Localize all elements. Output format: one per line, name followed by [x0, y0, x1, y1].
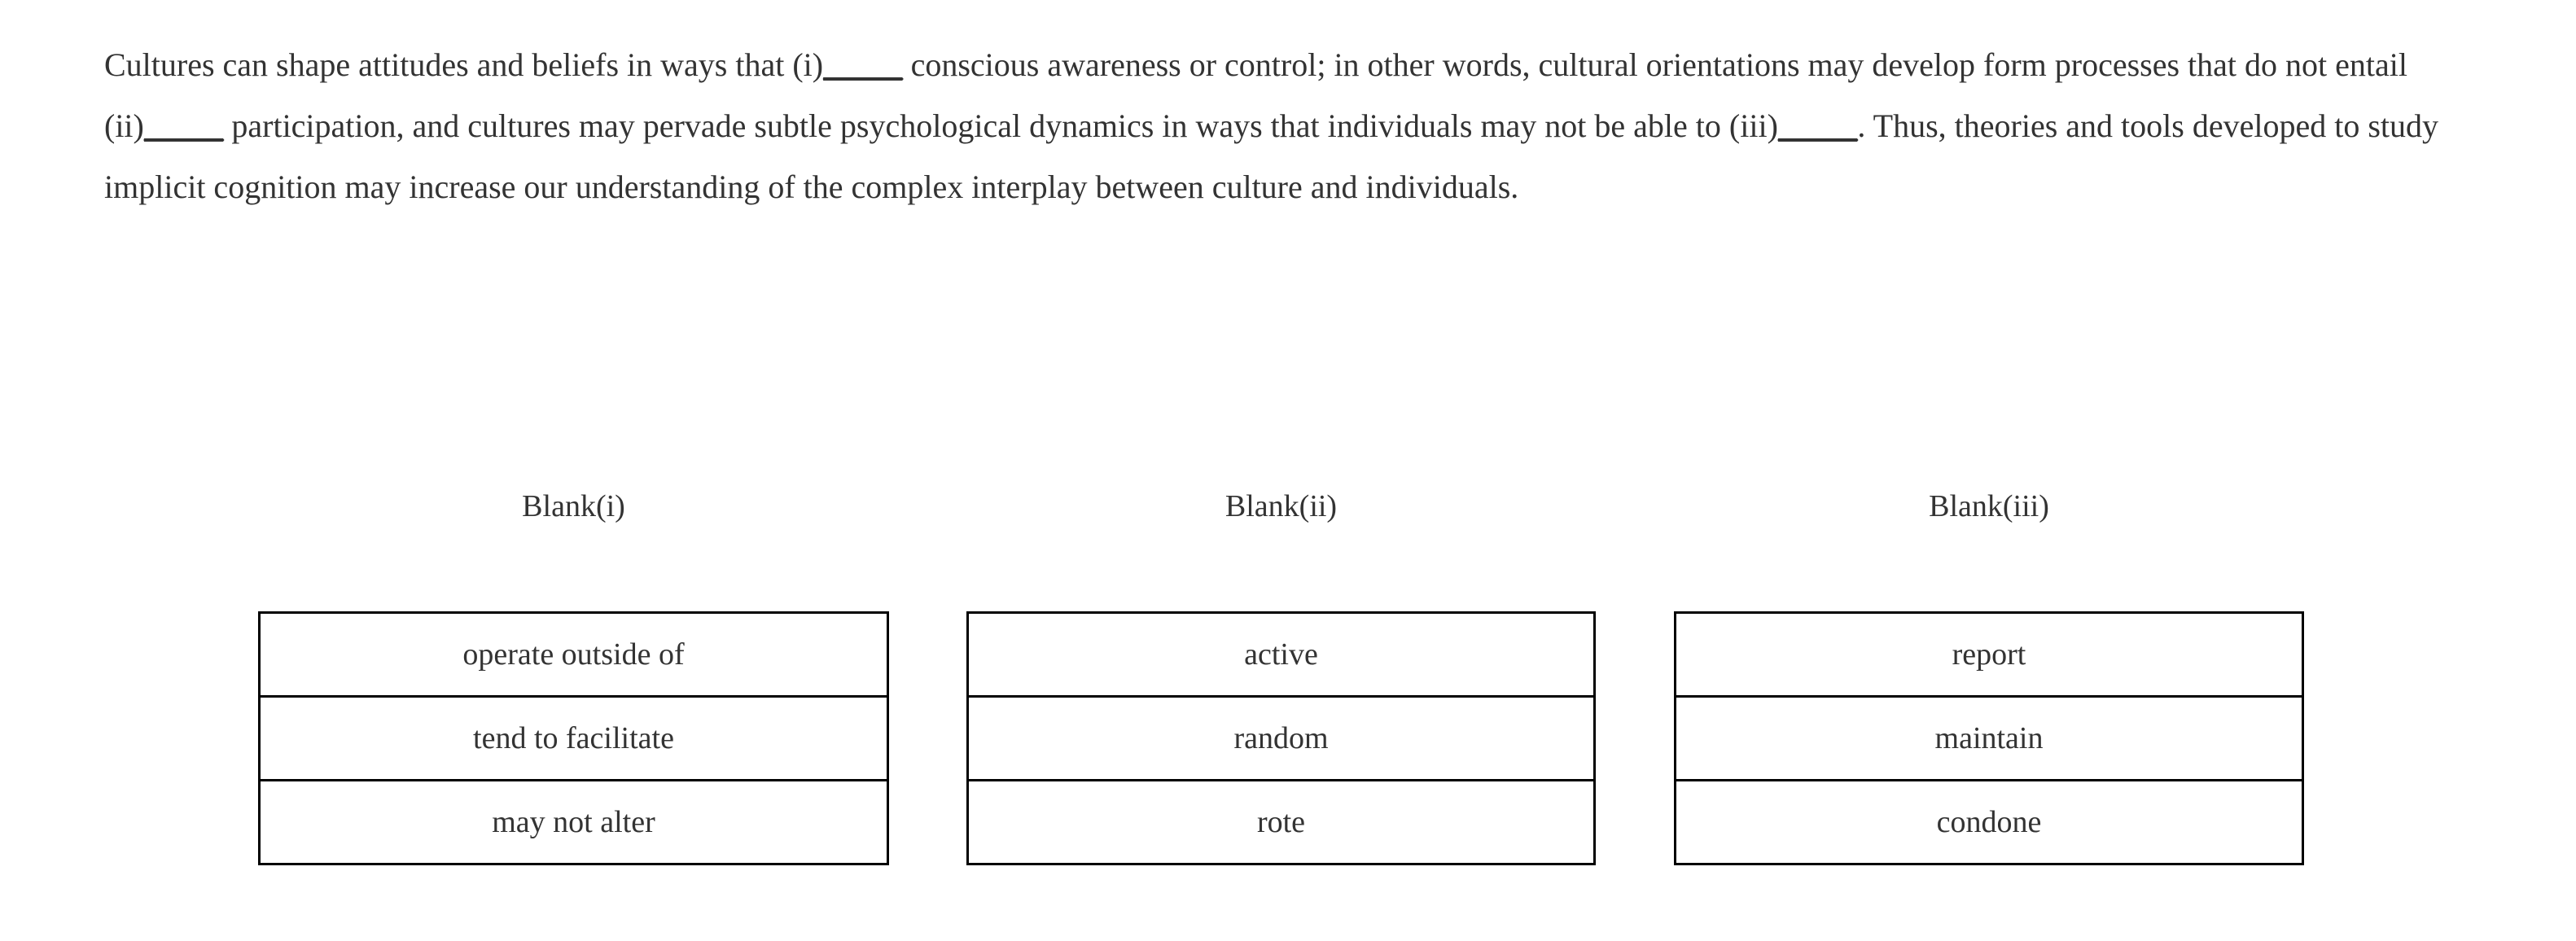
passage-blank: _____	[823, 46, 903, 83]
option-row[interactable]: may not alter	[258, 779, 889, 865]
option-cell[interactable]: report	[1674, 611, 2304, 698]
passage-text: Cultures can shape attitudes and beliefs…	[104, 34, 2469, 217]
blank-column-label-1: Blank(i)	[522, 489, 625, 523]
option-row[interactable]: active	[966, 611, 1596, 698]
option-cell[interactable]: maintain	[1674, 695, 2304, 781]
option-cell[interactable]: may not alter	[258, 779, 889, 865]
option-cell[interactable]: operate outside of	[258, 611, 889, 698]
option-row[interactable]: random	[966, 695, 1596, 781]
option-row[interactable]: report	[1674, 611, 2304, 698]
option-row[interactable]: maintain	[1674, 695, 2304, 781]
option-row[interactable]: rote	[966, 779, 1596, 865]
option-row[interactable]: condone	[1674, 779, 2304, 865]
passage-text-run: . Thus, theories and tools developed to …	[104, 107, 2439, 205]
passage-text-run: participation, and cultures may pervade …	[223, 107, 1778, 144]
option-row[interactable]: operate outside of	[258, 611, 889, 698]
blank-column-label-3: Blank(iii)	[1929, 489, 2049, 523]
blank-column-label-2: Blank(ii)	[1224, 489, 1338, 523]
option-cell[interactable]: rote	[966, 779, 1596, 865]
passage-blank: _____	[1777, 107, 1858, 144]
option-cell[interactable]: condone	[1674, 779, 2304, 865]
option-cell[interactable]: tend to facilitate	[258, 695, 889, 781]
passage-text-run: Cultures can shape attitudes and beliefs…	[104, 46, 824, 83]
passage-text-run: conscious awareness or control; in other…	[104, 46, 2407, 144]
option-cell[interactable]: active	[966, 611, 1596, 698]
passage-blank: _____	[143, 107, 224, 144]
option-cell[interactable]: random	[966, 695, 1596, 781]
option-row[interactable]: tend to facilitate	[258, 695, 889, 781]
